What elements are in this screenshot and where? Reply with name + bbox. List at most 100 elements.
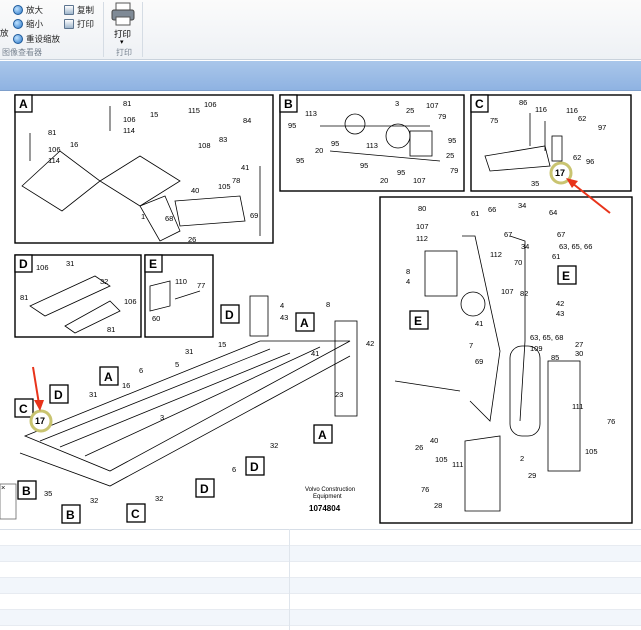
- svg-text:66: 66: [488, 205, 496, 214]
- svg-text:20: 20: [315, 146, 323, 155]
- svg-text:106: 106: [204, 100, 217, 109]
- svg-text:62: 62: [573, 153, 581, 162]
- svg-text:B: B: [284, 97, 293, 111]
- copy-label: 复制: [77, 4, 95, 15]
- reset-zoom-button[interactable]: 重设缩放: [13, 32, 60, 45]
- svg-text:35: 35: [531, 179, 539, 188]
- svg-text:1074804: 1074804: [309, 504, 341, 513]
- callout-arrow-main: [32, 366, 44, 411]
- svg-text:95: 95: [397, 168, 405, 177]
- table-row[interactable]: [0, 578, 641, 594]
- print-big-button[interactable]: 打印 ▾: [106, 0, 140, 46]
- svg-text:34: 34: [518, 201, 526, 210]
- svg-text:107: 107: [413, 176, 426, 185]
- svg-text:Equipment: Equipment: [313, 494, 342, 500]
- table-row[interactable]: [0, 562, 641, 578]
- svg-text:E: E: [149, 257, 157, 271]
- svg-text:79: 79: [438, 112, 446, 121]
- svg-text:41: 41: [241, 163, 249, 172]
- table-row[interactable]: [0, 594, 641, 610]
- panel-e-drawing: [149, 280, 201, 312]
- svg-text:2: 2: [520, 454, 524, 463]
- svg-text:31: 31: [89, 390, 97, 399]
- svg-text:25: 25: [446, 151, 454, 160]
- svg-text:15: 15: [218, 340, 226, 349]
- panel-e-frame: [144, 254, 214, 338]
- svg-text:60: 60: [152, 314, 160, 323]
- svg-text:113: 113: [305, 109, 317, 118]
- svg-text:113: 113: [366, 141, 378, 150]
- zoom-out-button[interactable]: 缩小: [13, 17, 43, 30]
- print-small-label: 打印: [77, 18, 95, 29]
- copy-button[interactable]: 复制: [64, 3, 94, 16]
- svg-text:16: 16: [122, 381, 130, 390]
- ribbon-separator: [103, 2, 104, 57]
- panel-c-frame: [470, 94, 632, 192]
- svg-text:A: A: [104, 370, 113, 384]
- copy-icon: [64, 4, 74, 15]
- svg-text:70: 70: [514, 258, 522, 267]
- svg-text:32: 32: [100, 277, 108, 286]
- reset-zoom-label: 重设缩放: [26, 33, 61, 44]
- svg-text:95: 95: [360, 161, 368, 170]
- print-dropdown-arrow[interactable]: ▾: [120, 39, 124, 46]
- svg-text:D: D: [54, 388, 63, 402]
- svg-text:32: 32: [155, 494, 163, 503]
- svg-text:63, 65, 68: 63, 65, 68: [530, 333, 563, 342]
- image-viewer-group-label: 图像查看器: [2, 48, 42, 57]
- svg-text:111: 111: [572, 402, 583, 411]
- panel-detail-frame: [379, 196, 633, 524]
- svg-text:114: 114: [123, 126, 135, 135]
- svg-text:27: 27: [575, 340, 583, 349]
- callout-arrow-c: [566, 178, 611, 214]
- table-row[interactable]: [0, 530, 641, 546]
- panel-b-drawing: [320, 113, 441, 162]
- svg-text:32: 32: [90, 496, 98, 505]
- svg-text:B: B: [66, 508, 75, 522]
- svg-text:A: A: [318, 428, 327, 442]
- svg-text:105: 105: [218, 182, 231, 191]
- panel-d-letter: D: [14, 254, 33, 273]
- svg-text:95: 95: [296, 156, 304, 165]
- svg-text:Volvo Construction: Volvo Construction: [305, 487, 355, 493]
- svg-text:76: 76: [607, 417, 615, 426]
- svg-text:1: 1: [141, 212, 145, 221]
- grid-column-divider: [289, 529, 290, 630]
- panel-a-drawing: [21, 106, 261, 242]
- svg-text:111: 111: [452, 460, 463, 469]
- panel-a-frame: [14, 94, 274, 244]
- svg-text:107: 107: [426, 101, 439, 110]
- svg-text:E: E: [562, 269, 570, 283]
- parts-grid: [0, 529, 641, 630]
- print-small-button[interactable]: 打印: [64, 17, 94, 30]
- svg-text:D: D: [200, 482, 209, 496]
- ribbon-separator: [142, 2, 143, 57]
- zoom-in-label: 放大: [26, 4, 44, 15]
- svg-text:5: 5: [175, 360, 179, 369]
- svg-text:C: C: [19, 402, 28, 416]
- panel-b-letter: B: [279, 94, 298, 113]
- fit-button[interactable]: 放: [0, 26, 9, 39]
- table-row[interactable]: [0, 610, 641, 626]
- svg-text:106: 106: [48, 145, 61, 154]
- svg-text:61: 61: [471, 209, 479, 218]
- svg-text:95: 95: [331, 139, 339, 148]
- svg-text:105: 105: [435, 455, 448, 464]
- detail-letter-e-2: E: [409, 310, 429, 330]
- svg-text:8: 8: [326, 300, 330, 309]
- main-letter-d-3: D: [245, 456, 265, 476]
- svg-text:20: 20: [380, 176, 388, 185]
- printer-small-icon: [64, 18, 74, 29]
- svg-text:26: 26: [415, 443, 423, 452]
- parts-diagram-viewer[interactable]: A B C D E 81 106: [0, 91, 641, 529]
- main-letter-a-1: A: [295, 312, 315, 332]
- main-letter-a-3: A: [313, 424, 333, 444]
- volvo-logo-caption: Volvo Construction Equipment 1074804: [305, 487, 355, 513]
- svg-text:107: 107: [416, 222, 429, 231]
- zoom-in-button[interactable]: 放大: [13, 3, 43, 16]
- svg-text:41: 41: [311, 349, 319, 358]
- svg-text:42: 42: [366, 339, 374, 348]
- svg-text:81: 81: [107, 325, 115, 334]
- table-row[interactable]: [0, 546, 641, 562]
- zoom-in-icon: [13, 4, 23, 15]
